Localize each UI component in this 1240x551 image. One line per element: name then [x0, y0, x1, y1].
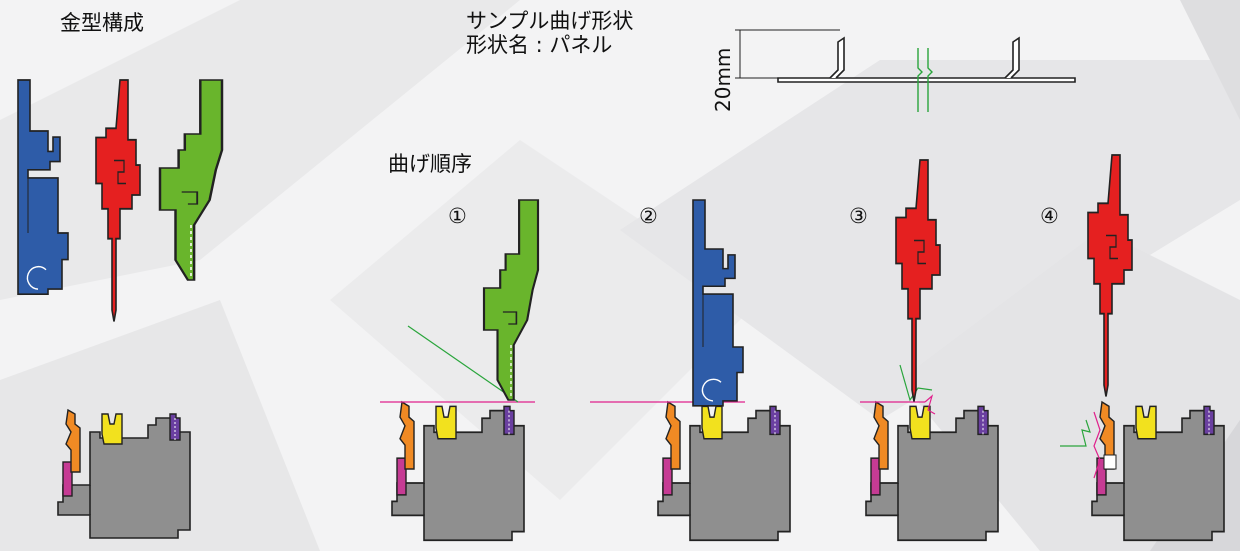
shape-name-label: 形状名 : パネル [466, 33, 613, 57]
step-2-drawing [590, 199, 791, 542]
bend-order-title: 曲げ順序 [388, 152, 472, 176]
step-1-number: ① [448, 204, 467, 228]
sample-shape-drawing [735, 29, 1076, 112]
step-3-number: ③ [849, 204, 868, 228]
die-config-title: 金型構成 [60, 11, 144, 35]
config-green-punch [158, 78, 224, 282]
config-red-punch [95, 79, 141, 323]
config-blue-punch [17, 79, 69, 296]
step-4-drawing [1060, 154, 1225, 542]
sample-shape-title: サンプル曲げ形状 [466, 9, 634, 33]
step-2-number: ② [639, 204, 658, 228]
step-4-number: ④ [1040, 204, 1059, 228]
step-1-drawing [380, 198, 540, 542]
step-3-drawing [860, 159, 999, 542]
config-die-assembly [57, 409, 191, 539]
